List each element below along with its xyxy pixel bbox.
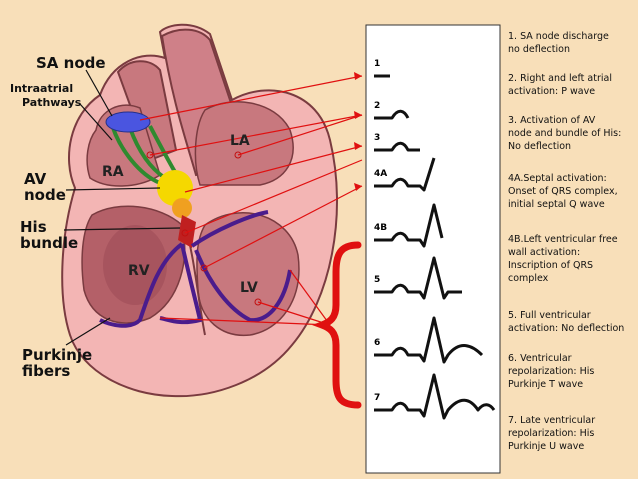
waveform-6 [374, 316, 484, 364]
waveform-number-5: 5 [374, 275, 380, 285]
waveform-5 [374, 256, 462, 300]
waveform-number-4a: 4A [374, 169, 387, 179]
description-1: 1. SA node discharge no deflection [508, 31, 609, 55]
intraatrial-pathways [110, 124, 177, 185]
waveform-4a [374, 157, 436, 192]
label-rv: RV [128, 263, 150, 279]
label-pathways-line: Pathways [22, 96, 82, 109]
label-sa-node: SA node [36, 54, 106, 72]
label-fibers-line: fibers [22, 362, 70, 380]
description-6: 6. Ventricular repolarization: His Purki… [508, 353, 595, 390]
waveform-number-2: 2 [374, 101, 380, 111]
waveform-2 [374, 109, 410, 120]
waveform-number-3: 3 [374, 133, 380, 143]
label-lv: LV [240, 280, 258, 296]
label-av-line: AV [24, 170, 47, 188]
waveform-number-4b: 4B [374, 223, 387, 233]
waveform-7 [374, 373, 496, 420]
label-av-node: AV node [24, 170, 66, 204]
label-la: LA [230, 133, 250, 149]
description-4a: 4A.Septal activation: Onset of QRS compl… [508, 173, 618, 210]
label-ra: RA [102, 164, 124, 180]
label-node-line: node [24, 186, 66, 204]
waveform-number-6: 6 [374, 338, 380, 348]
waveform-number-1: 1 [374, 59, 380, 69]
label-purkinje-fibers: Purkinje fibers [22, 346, 97, 380]
description-2: 2. Right and left atrial activation: P w… [508, 73, 612, 97]
label-his-bundle: His bundle [20, 218, 78, 252]
waveform-panel [365, 24, 501, 474]
pointer-lines [139, 75, 363, 326]
pointer-arrowheads [354, 72, 362, 191]
av-node [157, 170, 193, 206]
waveform-4b [374, 203, 444, 248]
label-intraatrial-pathways: Intraatrial Pathways [10, 82, 82, 109]
his-bundle [178, 215, 196, 248]
waveform-traces [374, 74, 496, 420]
av-node-glow [172, 198, 192, 218]
pulmonary-artery [116, 60, 178, 162]
ventricular-brace [312, 241, 362, 409]
label-intraatrial-line: Intraatrial [10, 82, 73, 95]
description-7: 7. Late ventricular repolarization: His … [508, 415, 596, 452]
description-3: 3. Activation of AV node and bundle of H… [508, 115, 622, 152]
waveform-number-7: 7 [374, 393, 380, 403]
label-leader-lines [63, 69, 181, 346]
label-bundle-line: bundle [20, 234, 78, 252]
structure-markers [146, 151, 262, 306]
left-ventricle [196, 212, 300, 337]
label-his-line: His [20, 218, 47, 236]
label-purkinje-line: Purkinje [22, 346, 92, 364]
left-atrium [194, 101, 294, 186]
sa-node [105, 111, 151, 133]
description-4b: 4B.Left ventricular free wall activation… [508, 234, 618, 284]
description-5: 5. Full ventricular activation: No defle… [508, 310, 625, 334]
waveform-3 [374, 141, 420, 152]
